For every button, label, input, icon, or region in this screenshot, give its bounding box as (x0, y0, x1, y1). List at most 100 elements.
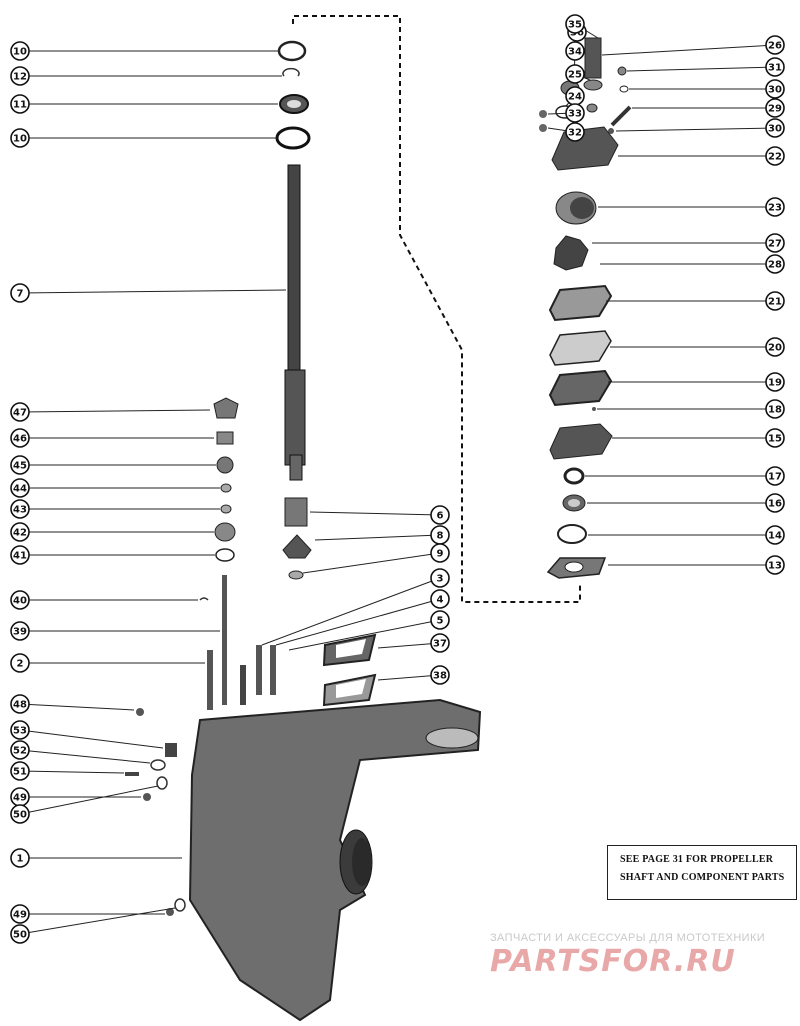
callout-number: 10 (13, 47, 27, 58)
watermark-logo: PARTSFOR.RU (490, 944, 736, 979)
callout-circle (430, 505, 450, 525)
callout-circle (10, 522, 30, 542)
callout-number: 53 (13, 726, 27, 737)
callout-circle (10, 653, 30, 673)
callout-circle (765, 146, 785, 166)
callout-left-39: 39 (10, 621, 30, 641)
callout-center-37: 37 (430, 633, 450, 653)
callout-center-38: 38 (430, 665, 450, 685)
callout-leader-left-50 (19, 907, 176, 935)
callout-number: 8 (437, 531, 444, 542)
callout-number: 44 (13, 484, 27, 495)
callout-circle (10, 804, 30, 824)
callout-number: 26 (768, 41, 782, 52)
callout-number: 20 (768, 343, 782, 354)
callout-circle (10, 94, 30, 114)
callout-circle (10, 128, 30, 148)
callout-circle (565, 103, 585, 123)
callout-number: 32 (568, 128, 582, 139)
callout-right-27: 27 (765, 233, 785, 253)
callout-number: 50 (13, 930, 27, 941)
callout-number: 6 (437, 511, 444, 522)
callout-left-10: 10 (10, 41, 30, 61)
callout-right-18: 18 (765, 399, 785, 419)
callout-circle (765, 57, 785, 77)
callout-number: 42 (13, 528, 27, 539)
callout-leader-left-51 (19, 770, 125, 774)
callout-number: 11 (13, 100, 27, 111)
callout-right-30: 30 (765, 118, 785, 138)
callout-right-17: 17 (765, 466, 785, 486)
callout-number: 4 (437, 595, 444, 606)
callout-number: 34 (568, 47, 582, 58)
callout-circle (10, 740, 30, 760)
callout-number: 43 (13, 505, 27, 516)
callout-circle (10, 478, 30, 498)
callout-leader-center-8 (314, 534, 441, 541)
callout-right-29: 29 (765, 98, 785, 118)
callout-left-7: 7 (10, 283, 30, 303)
callout-circle (430, 610, 450, 630)
callout-number: 9 (437, 549, 444, 560)
callout-number: 35 (568, 20, 582, 31)
callout-circle (10, 621, 30, 641)
callout-number: 15 (768, 434, 782, 445)
callout-leader-center-6 (309, 511, 441, 516)
callout-number: 14 (768, 531, 782, 542)
callout-number: 39 (13, 627, 27, 638)
callout-center-8: 8 (430, 525, 450, 545)
callout-left-45: 45 (10, 455, 30, 475)
callout-circle (10, 402, 30, 422)
callout-left-52: 52 (10, 740, 30, 760)
callout-right-26: 26 (765, 35, 785, 55)
callout-leader-left-53 (19, 729, 164, 749)
callout-right-35: 35 (565, 14, 585, 34)
callout-right-20: 20 (765, 337, 785, 357)
callout-number: 49 (13, 910, 27, 921)
callout-circle (10, 590, 30, 610)
callout-leader-left-50 (19, 785, 159, 815)
callout-circle (765, 399, 785, 419)
callout-left-41: 41 (10, 545, 30, 565)
callout-number: 1 (17, 854, 24, 865)
callout-circle (10, 848, 30, 868)
callout-circle (430, 633, 450, 653)
callout-right-24: 24 (565, 86, 585, 106)
callout-left-53: 53 (10, 720, 30, 740)
callout-left-50: 50 (10, 924, 30, 944)
callout-left-50: 50 (10, 804, 30, 824)
callout-right-14: 14 (765, 525, 785, 545)
callout-leader-left-7 (19, 289, 287, 294)
callout-leader-center-4 (275, 598, 441, 646)
callout-center-9: 9 (430, 543, 450, 563)
callout-circle (765, 525, 785, 545)
callout-left-43: 43 (10, 499, 30, 519)
callout-right-15: 15 (765, 428, 785, 448)
callout-number: 7 (17, 289, 24, 300)
callout-number: 22 (768, 152, 782, 163)
callout-circle (765, 493, 785, 513)
callout-circle (765, 372, 785, 392)
callout-number: 10 (13, 134, 27, 145)
callout-number: 18 (768, 405, 782, 416)
callout-circle (565, 122, 585, 142)
leader-lines (19, 23, 776, 935)
callout-number: 51 (13, 767, 27, 778)
callout-circle (10, 283, 30, 303)
callout-number: 2 (17, 659, 24, 670)
callout-leader-center-9 (302, 552, 441, 574)
callout-right-31: 31 (765, 57, 785, 77)
callout-circle (10, 66, 30, 86)
callout-center-4: 4 (430, 589, 450, 609)
callout-leader-left-52 (19, 749, 151, 764)
callout-left-49: 49 (10, 787, 30, 807)
callout-number: 23 (768, 203, 782, 214)
callout-circle (430, 543, 450, 563)
callout-number: 24 (568, 92, 582, 103)
callout-number: 30 (768, 85, 782, 96)
callout-number: 33 (568, 109, 582, 120)
callout-number: 41 (13, 551, 27, 562)
callout-number: 25 (568, 70, 582, 81)
callout-right-13: 13 (765, 555, 785, 575)
